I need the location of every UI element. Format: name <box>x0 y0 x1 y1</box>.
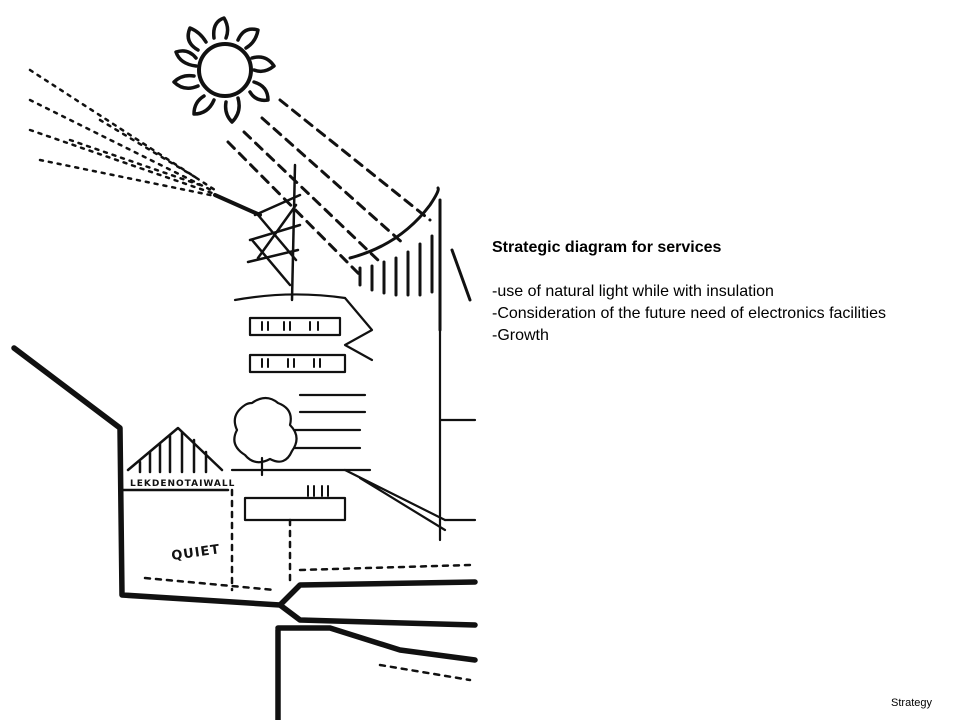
point-electronics: -Consideration of the future need of ele… <box>492 305 886 322</box>
window-marks <box>261 321 329 497</box>
building-outline <box>230 293 477 542</box>
sun-icon <box>172 16 276 124</box>
tree-icon <box>233 396 298 477</box>
point-growth: -Growth <box>492 327 549 344</box>
diagram-title: Strategic diagram for services <box>492 239 722 256</box>
footer-label: Strategy <box>891 697 932 709</box>
strategy-text: Strategic diagram for services -use of n… <box>492 237 957 347</box>
services-strategy-sketch: LEKDENOTAIWALL QUIET <box>11 16 478 720</box>
point-natural-light: -use of natural light while with insulat… <box>492 283 774 300</box>
roof-slats <box>348 186 472 332</box>
adjacent-gable <box>120 426 230 492</box>
sun-rays <box>226 98 432 277</box>
ground-profile <box>11 345 478 720</box>
inner-walls <box>143 488 472 682</box>
quiet-label: QUIET <box>170 542 221 564</box>
light-beam <box>28 68 217 198</box>
tree-band-label: LEKDENOTAIWALL <box>130 479 235 489</box>
antenna-icon <box>213 163 302 302</box>
